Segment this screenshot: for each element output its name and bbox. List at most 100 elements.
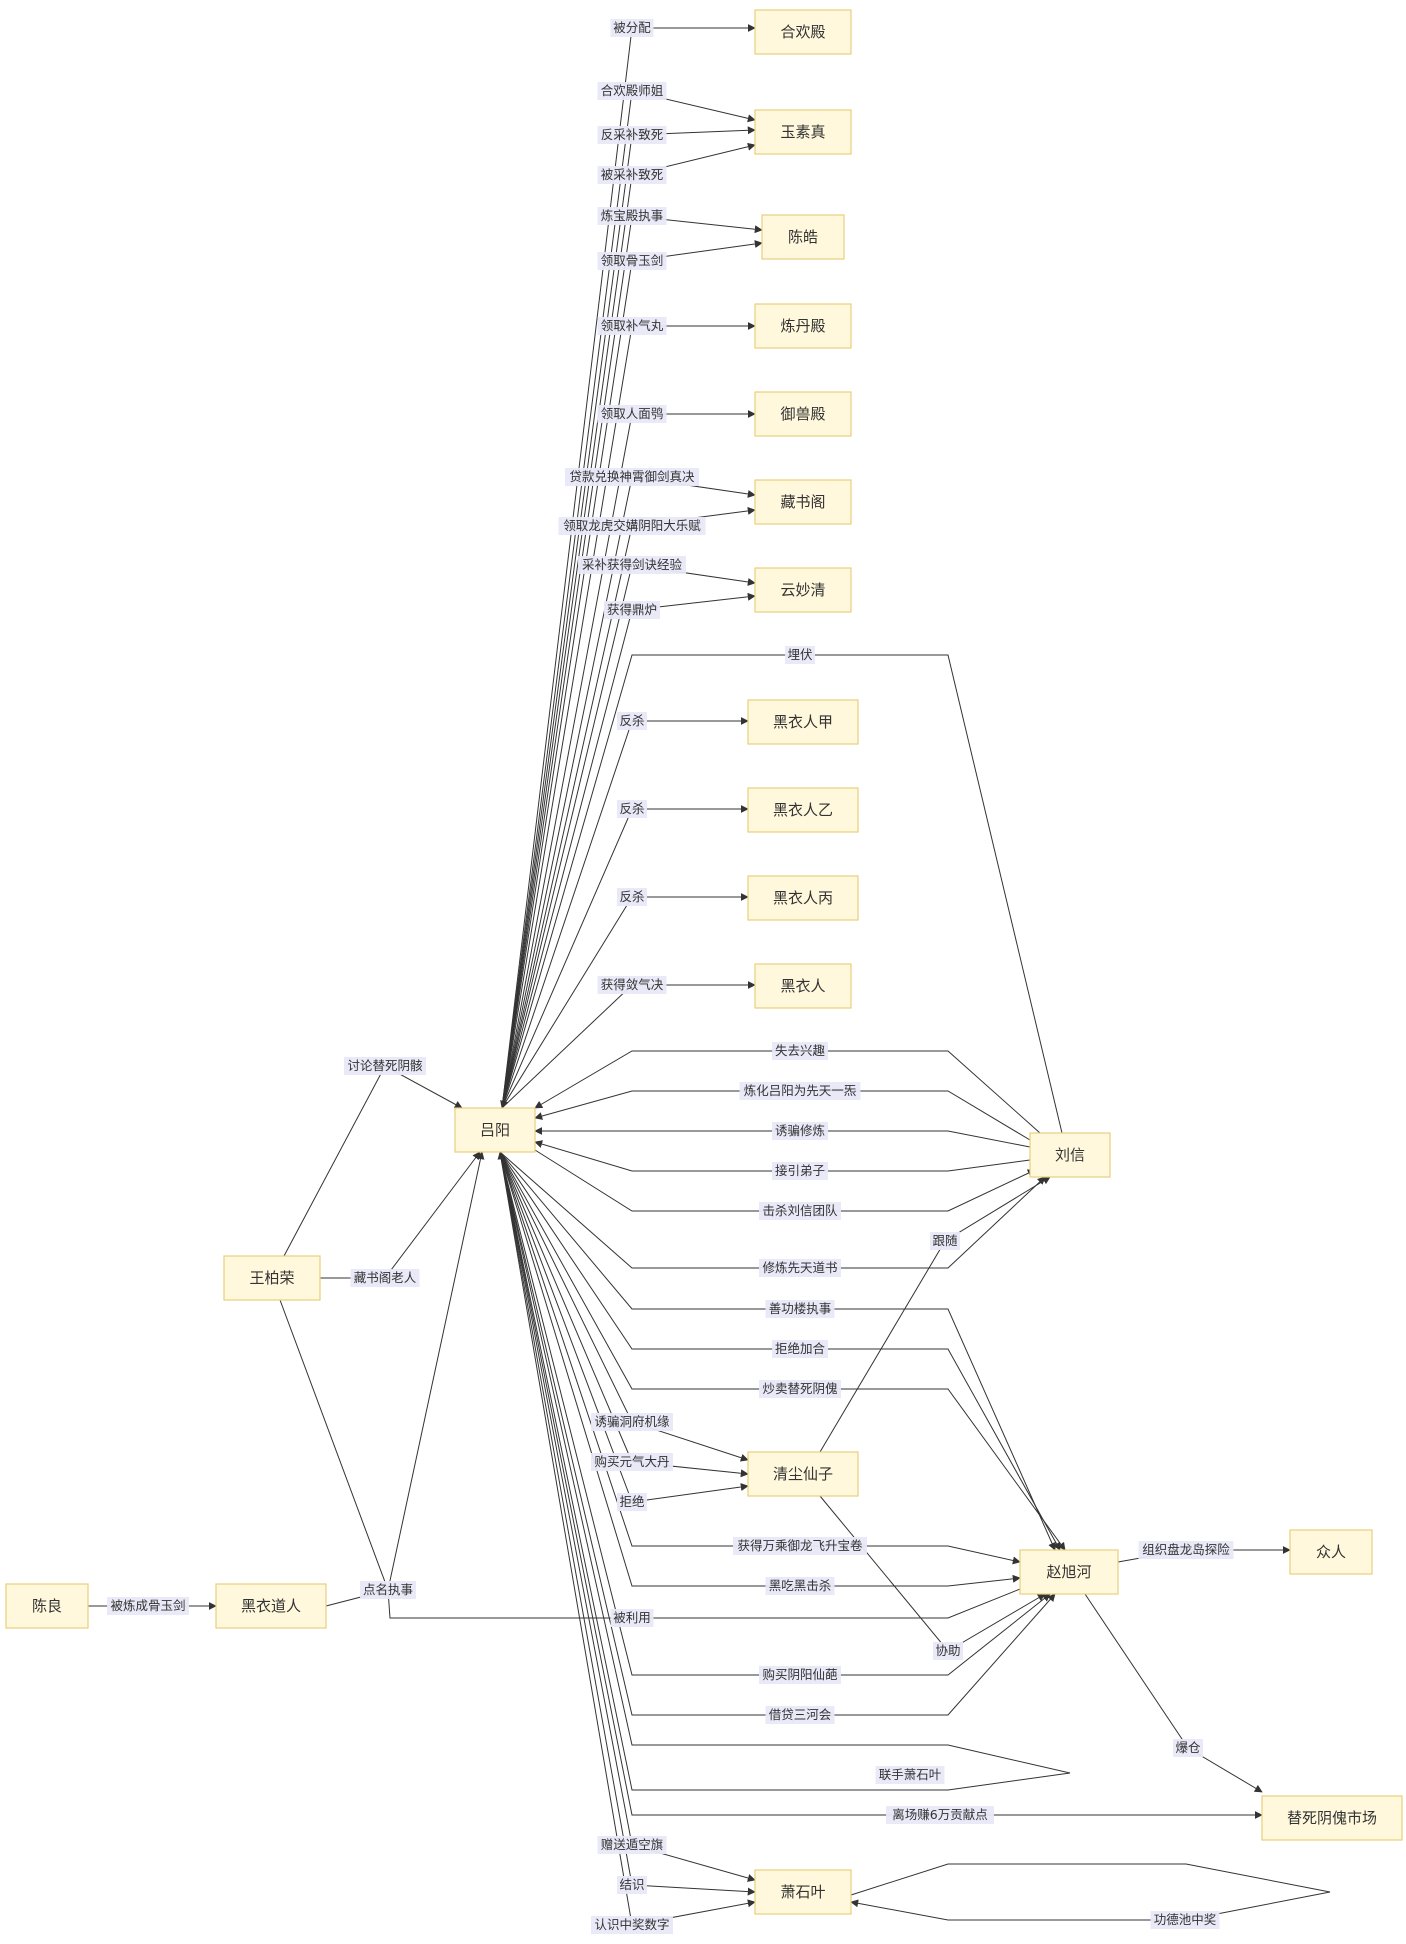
edge-label: 炒卖替死阴傀 <box>759 1380 841 1398</box>
edge-label-bg <box>930 1232 960 1250</box>
edge-line <box>501 215 763 1109</box>
node-liuxin[interactable]: 刘信 <box>1029 1132 1111 1178</box>
node-box <box>747 1451 859 1497</box>
edge-label-bg <box>1150 1911 1220 1929</box>
edge-label: 拒绝 <box>617 1493 647 1511</box>
edge-label-bg <box>350 1269 420 1287</box>
node-zhongren[interactable]: 众人 <box>1289 1529 1373 1575</box>
edge-label-bg <box>617 1876 647 1894</box>
edge-label-bg <box>558 517 706 535</box>
edge-label-text: 获得万乘御龙飞升宝卷 <box>737 1538 863 1553</box>
node-box <box>754 963 852 1009</box>
edge-label: 讨论替死阴骸 <box>344 1057 426 1075</box>
edge-label: 接引弟子 <box>772 1162 828 1180</box>
edge-line <box>1084 1593 1263 1793</box>
node-xiaoshi[interactable]: 萧石叶 <box>754 1869 852 1915</box>
edge-label: 联手萧石叶 <box>875 1766 945 1784</box>
edge-label: 获得敛气决 <box>597 976 667 994</box>
edge-label-text: 功德池中奖 <box>1154 1912 1217 1927</box>
edge-line <box>501 592 756 1109</box>
edge-label-text: 组织盘龙岛探险 <box>1142 1542 1230 1557</box>
edge-label: 拒绝加合 <box>772 1340 828 1358</box>
edge-label-text: 被利用 <box>613 1610 651 1625</box>
edge-label-text: 拒绝加合 <box>775 1341 826 1356</box>
edge-line <box>325 1151 485 1607</box>
edge-label: 被分配 <box>610 19 654 37</box>
node-zhaoxu[interactable]: 赵旭河 <box>1019 1549 1119 1595</box>
edge-label-text: 修炼先天道书 <box>762 1260 837 1275</box>
edge-xiaoshi-xiaoshi <box>850 1863 1331 1921</box>
node-cangshu[interactable]: 藏书阁 <box>754 479 852 525</box>
node-liandan[interactable]: 炼丹殿 <box>754 303 852 349</box>
edge-label-bg <box>1138 1541 1234 1559</box>
edge-label-text: 被炼成骨玉剑 <box>110 1598 185 1613</box>
edge-label: 反采补致死 <box>597 126 667 144</box>
node-label: 众人 <box>1316 1543 1346 1561</box>
node-box <box>747 875 859 921</box>
edge-label-text: 诱骗修炼 <box>775 1123 825 1138</box>
node-yushou[interactable]: 御兽殿 <box>754 391 852 437</box>
node-yusuzhen[interactable]: 玉素真 <box>754 109 852 155</box>
edge-label: 被采补致死 <box>597 166 667 184</box>
node-box <box>747 699 859 745</box>
edge-wangbai-zhaoxu <box>279 1299 1031 1619</box>
edge-label: 领取龙虎交媾阴阳大乐赋 <box>558 517 706 535</box>
edge-label: 认识中奖数字 <box>591 1916 673 1934</box>
edge-label-text: 反杀 <box>619 889 644 904</box>
node-chenhao[interactable]: 陈皓 <box>761 214 845 260</box>
edge-lvyang-zhaoxu <box>499 1151 1051 1676</box>
edge-label-bg <box>617 1493 647 1511</box>
edge-label-bg <box>610 19 654 37</box>
edge-label-text: 接引弟子 <box>775 1163 825 1178</box>
edge-label-text: 领取人面鸮 <box>601 406 664 421</box>
node-heiyi[interactable]: 黑衣人乙 <box>747 787 859 833</box>
edge-lvyang-yunmiao <box>501 592 756 1109</box>
edge-qingchen-liuxin <box>819 1176 1051 1453</box>
edge-label-bg <box>344 1057 426 1075</box>
edge-label: 领取骨玉剑 <box>597 252 667 270</box>
edge-label-bg <box>597 1836 667 1854</box>
edge-label-text: 讨论替死阴骸 <box>347 1058 423 1073</box>
node-hehuan[interactable]: 合欢殿 <box>754 9 852 55</box>
edge-line <box>499 1151 1263 1819</box>
edge-label: 失去兴趣 <box>772 1042 828 1060</box>
edge-label-bg <box>597 166 667 184</box>
node-box <box>1029 1132 1111 1178</box>
edge-label-text: 反采补致死 <box>601 127 664 142</box>
edge-label: 炼宝殿执事 <box>597 207 667 225</box>
node-label: 黑衣人丙 <box>773 889 833 907</box>
node-tisi[interactable]: 替死阴傀市场 <box>1261 1795 1403 1841</box>
edge-label-text: 善功楼执事 <box>769 1301 832 1316</box>
edge-label: 合欢殿师姐 <box>597 82 667 100</box>
node-label: 合欢殿 <box>780 23 825 41</box>
edge-line <box>850 1863 1331 1921</box>
edge-label: 炼化吕阳为先天一炁 <box>739 1082 861 1100</box>
edge-label-bg <box>772 1042 828 1060</box>
edge-label-bg <box>597 976 667 994</box>
node-lvyang[interactable]: 吕阳 <box>454 1107 536 1153</box>
edge-label: 获得万乘御龙飞升宝卷 <box>733 1537 867 1555</box>
node-heijia[interactable]: 黑衣人甲 <box>747 699 859 745</box>
edge-label-text: 炒卖替死阴傀 <box>762 1381 838 1396</box>
node-box <box>1289 1529 1373 1575</box>
edge-label-text: 领取骨玉剑 <box>601 253 664 268</box>
node-heiyiren[interactable]: 黑衣人 <box>754 963 852 1009</box>
node-label: 黑衣人 <box>780 977 825 995</box>
edge-lvyang-tisi <box>499 1151 1263 1819</box>
node-yunmiao[interactable]: 云妙清 <box>754 567 852 613</box>
edge-label: 跟随 <box>930 1232 960 1250</box>
edge-lvyang-yusuzhen <box>501 90 756 1109</box>
node-label: 王柏荣 <box>249 1269 294 1287</box>
node-label: 御兽殿 <box>780 405 825 423</box>
edge-label-bg <box>604 601 660 619</box>
node-heibing[interactable]: 黑衣人丙 <box>747 875 859 921</box>
node-heidao[interactable]: 黑衣道人 <box>215 1583 327 1629</box>
node-chenliang[interactable]: 陈良 <box>5 1583 89 1629</box>
node-qingchen[interactable]: 清尘仙子 <box>747 1451 859 1497</box>
edge-label-bg <box>591 1413 673 1431</box>
edge-label: 黑吃黑击杀 <box>765 1577 835 1595</box>
node-wangbai[interactable]: 王柏荣 <box>223 1255 321 1301</box>
edge-label: 借贷三河会 <box>765 1706 835 1724</box>
edge-line <box>819 1176 1051 1453</box>
